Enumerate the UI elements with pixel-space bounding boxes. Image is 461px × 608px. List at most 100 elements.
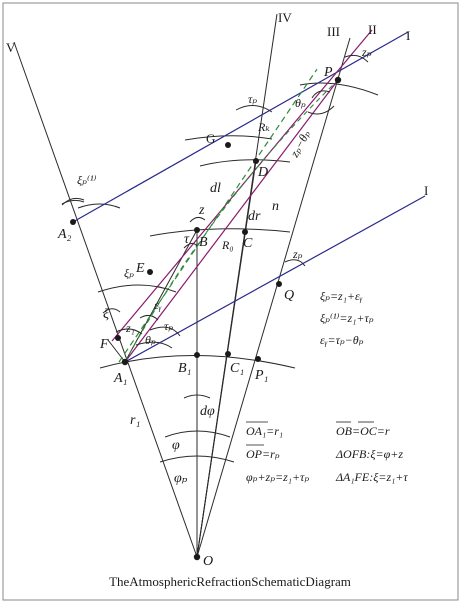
label-ray-IV: IV xyxy=(278,10,292,25)
label-angle-xi: ξ xyxy=(103,307,109,322)
angle-arc-z1 xyxy=(115,328,143,335)
angle-arc-tauP-lower xyxy=(149,326,181,337)
label-point-B1: B₁ xyxy=(178,361,191,376)
green-dashed-curve xyxy=(124,79,339,363)
label-point-D: D xyxy=(257,165,268,180)
equations-right: ξₚ=z₁+εᵧ ξₚ⁽¹⁾=z₁+τₚ εᵧ=τₚ−θₚ xyxy=(320,289,374,347)
equation-OP: OP=rₚ xyxy=(246,447,280,461)
angle-arc-xiP xyxy=(97,284,177,293)
point-A1 xyxy=(121,358,129,366)
angle-arc-zP-lower xyxy=(284,259,306,267)
label-ray-III: III xyxy=(327,24,340,39)
label-r1: r₁ xyxy=(130,413,140,428)
line-OD xyxy=(196,160,257,558)
equations-bottom: OA₁=r₁ OB=OC=r OP=rₚ ΔOFB:ξ=φ+z φₚ+zₚ=z₁… xyxy=(246,421,408,484)
ray-line-III xyxy=(196,37,351,558)
point-B xyxy=(194,227,200,233)
point-O xyxy=(193,553,201,561)
arc-top-P xyxy=(299,82,379,96)
label-angle-zP-lower: zₚ xyxy=(292,247,303,261)
construction-lines xyxy=(13,13,351,558)
label-angle-tauP: τₚ xyxy=(248,92,257,106)
angle-arc-dphi xyxy=(183,394,211,399)
label-point-A2: A₂ xyxy=(57,227,72,242)
point-F xyxy=(115,335,121,341)
label-phiP: φₚ xyxy=(174,471,188,486)
equation-xiP1: ξₚ⁽¹⁾=z₁+τₚ xyxy=(320,311,374,325)
line-A1-F xyxy=(107,339,126,363)
purple-rays xyxy=(111,29,373,363)
purple-ray-A1-P xyxy=(124,79,339,363)
label-point-Q: Q xyxy=(284,288,294,303)
equation-phiP: φₚ+zₚ=z₁+τₚ xyxy=(246,470,309,484)
ray-line-V xyxy=(13,41,198,558)
label-ray-I-mid: I xyxy=(424,183,428,198)
label-dphi: dφ xyxy=(200,404,215,419)
label-point-C1: C₁ xyxy=(230,361,244,376)
line-A1-B-mark xyxy=(124,229,198,363)
point-B1 xyxy=(194,352,200,358)
label-angle-z1: z₁ xyxy=(125,321,135,335)
label-phi: φ xyxy=(172,438,180,453)
point-A2 xyxy=(70,219,76,225)
angle-arc-phi xyxy=(164,430,231,438)
angle-arc-tau xyxy=(183,242,198,249)
label-angle-z: z xyxy=(198,203,205,218)
blue-rays xyxy=(72,31,426,363)
angle-arc-xi xyxy=(102,308,121,314)
angle-arcs xyxy=(61,54,369,463)
angle-arc-zP xyxy=(344,54,369,63)
labels: V IV III II I I P G D B C E F A₁ A₂ B₁ C… xyxy=(6,10,428,569)
label-angle-tauP-lower: τₚ xyxy=(164,319,173,333)
label-ray-II: II xyxy=(368,22,377,37)
equation-OA1: OA₁=r₁ xyxy=(246,424,283,438)
green-dashed-ray xyxy=(118,68,318,363)
purple-ray-F-II xyxy=(111,29,373,342)
angle-arc-epsY xyxy=(139,314,159,321)
label-point-A1: A₁ xyxy=(113,371,127,386)
arc-B-layer xyxy=(149,228,291,237)
equation-triangle-A1FE: ΔA₁FE:ξ=z₁+τ xyxy=(335,470,408,484)
equation-OB-OC: OB=OC=r xyxy=(336,424,390,438)
label-angle-zP: zₚ xyxy=(361,45,372,59)
angle-arc-phiP xyxy=(159,455,235,463)
diagram-caption: TheAtmosphericRefractionSchematicDiagram xyxy=(109,574,351,589)
diagram-frame xyxy=(2,2,459,601)
layer-arcs xyxy=(61,82,379,369)
angle-arc-tauP xyxy=(235,105,273,113)
label-ray-V: V xyxy=(6,40,16,55)
point-P xyxy=(334,76,342,84)
label-angle-thetaP: θₚ xyxy=(295,96,306,110)
label-dr: dr xyxy=(248,209,261,224)
label-dl: dl xyxy=(210,181,221,196)
angle-arc-thetaP xyxy=(311,90,331,99)
label-angle-xiP: ξₚ xyxy=(124,266,134,280)
angle-arc-xiP1 xyxy=(61,197,85,206)
equation-triangle-OFB: ΔOFB:ξ=φ+z xyxy=(335,447,403,461)
blue-ray-A1-I xyxy=(124,195,426,363)
point-Q xyxy=(276,281,282,287)
equation-epsY: εᵧ=τₚ−θₚ xyxy=(320,333,364,347)
point-C1 xyxy=(225,351,231,357)
equation-xiP: ξₚ=z₁+εᵧ xyxy=(320,289,363,303)
label-angle-RK: Rₖ xyxy=(257,120,270,134)
label-n: n xyxy=(272,199,279,214)
label-point-B: B xyxy=(199,235,208,250)
point-D xyxy=(253,158,259,164)
label-R0: R₀ xyxy=(221,238,234,252)
label-point-O: O xyxy=(203,554,213,569)
arc-xi-top xyxy=(77,203,121,209)
label-angle-xiP1: ξₚ⁽¹⁾ xyxy=(77,173,96,187)
angle-arc-thetaP-lower xyxy=(135,341,173,349)
label-angle-thetaP-lower: θₚ xyxy=(145,333,156,347)
label-ray-I-top: I xyxy=(406,28,410,43)
angle-arc-z xyxy=(189,216,206,223)
points xyxy=(70,76,342,561)
point-E xyxy=(147,269,153,275)
label-point-P: P xyxy=(323,65,333,80)
label-point-E: E xyxy=(135,261,145,276)
point-C xyxy=(242,229,248,235)
label-point-G: G xyxy=(206,131,215,146)
